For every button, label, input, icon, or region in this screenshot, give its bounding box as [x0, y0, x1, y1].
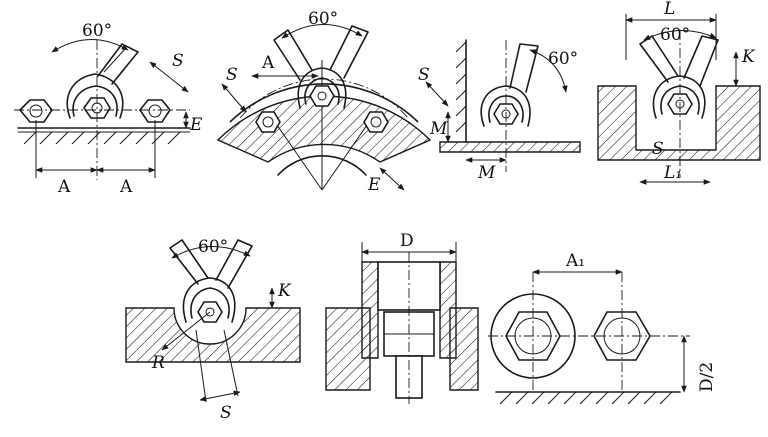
s-dimension [221, 83, 247, 113]
panel-round-recess: 60° K R S [125, 237, 301, 423]
nut-left [255, 111, 281, 133]
panel-two-sockets: A₁ D/2 [488, 251, 717, 405]
l1-label: L₁ [663, 163, 682, 183]
nut-right-bore [370, 116, 382, 128]
recess-body [125, 307, 301, 363]
wall-hatching [455, 41, 467, 133]
socket-wall-right [439, 261, 457, 359]
e-label: E [189, 115, 203, 135]
nut-center-bore [317, 91, 327, 101]
k-label: K [277, 281, 292, 301]
angle-label: 60° [660, 25, 690, 45]
angle-arc [171, 246, 251, 259]
nut-left-bore [262, 116, 274, 128]
base-hatching [23, 131, 181, 145]
e-label: E [367, 175, 381, 195]
a-label-left: A [57, 177, 71, 197]
nut-center [309, 85, 335, 107]
recess-body [597, 85, 761, 161]
r-label: R [151, 353, 165, 373]
panel-row-of-nuts: 60° S E A A [14, 21, 203, 197]
r-leader [161, 311, 211, 351]
socket-wall-left [361, 261, 379, 359]
k-label: K [741, 47, 756, 67]
a-label-right: A [119, 177, 133, 197]
d-label: D [400, 231, 414, 251]
nut-right-bore [148, 104, 162, 118]
panel-recess-top-right: L 60° K L₁ S [597, 0, 761, 185]
wrench-handle-edge [103, 47, 127, 73]
wrench-head [297, 67, 347, 109]
wrench-handle [97, 43, 139, 85]
s-dimension [199, 390, 241, 402]
wrench-head-inner [190, 287, 230, 319]
angle-arc [281, 24, 363, 39]
panel-circular-pattern: 60° S A E [216, 9, 432, 195]
panel-near-wall: 60° S M M [418, 39, 581, 183]
s-label: S [418, 65, 430, 85]
l-label: L [663, 0, 675, 19]
m-label-vertical: M [429, 119, 448, 139]
angle-arc [529, 49, 568, 93]
body-right [449, 307, 479, 391]
e-dimension [379, 167, 405, 191]
s-dimension [425, 81, 449, 107]
nut-center-bore [205, 307, 215, 317]
base-hatching [499, 391, 673, 405]
angle-arc [51, 39, 129, 53]
d2-label: D/2 [697, 362, 717, 392]
nut-right [139, 99, 171, 123]
s-ext-left [195, 329, 207, 403]
wrench-head-inner [72, 85, 118, 117]
inner-bore-edge [277, 154, 367, 176]
angle-arc [643, 29, 717, 41]
angle-label: 60° [548, 49, 578, 69]
a-label: A [261, 53, 275, 73]
panel-socket-section: D [325, 231, 479, 404]
wrench-handle-second [169, 239, 209, 285]
wrench-head [182, 277, 236, 323]
body-left [325, 307, 371, 391]
s-label: S [172, 51, 184, 71]
wrench-handle [329, 25, 369, 79]
m-label-horizontal: M [477, 163, 496, 183]
s-ext-right [223, 329, 239, 397]
floor [439, 141, 581, 153]
s-dimension [149, 61, 189, 93]
angle-label: 60° [82, 21, 112, 41]
wrench-handle-second [273, 29, 313, 81]
wrench-head [66, 73, 124, 119]
wrench-head-inner [304, 77, 340, 105]
angle-label: 60° [308, 9, 338, 29]
s-label: S [652, 139, 664, 159]
flange-outer-edge [229, 83, 419, 123]
nut-left-bore [29, 104, 43, 118]
nut-right [363, 111, 389, 133]
wrench-handle [215, 239, 253, 289]
s-label: S [226, 65, 238, 85]
a1-label: A₁ [565, 251, 585, 271]
angle-label: 60° [198, 237, 228, 257]
s-label: S [220, 403, 232, 423]
nut-left [18, 99, 53, 123]
